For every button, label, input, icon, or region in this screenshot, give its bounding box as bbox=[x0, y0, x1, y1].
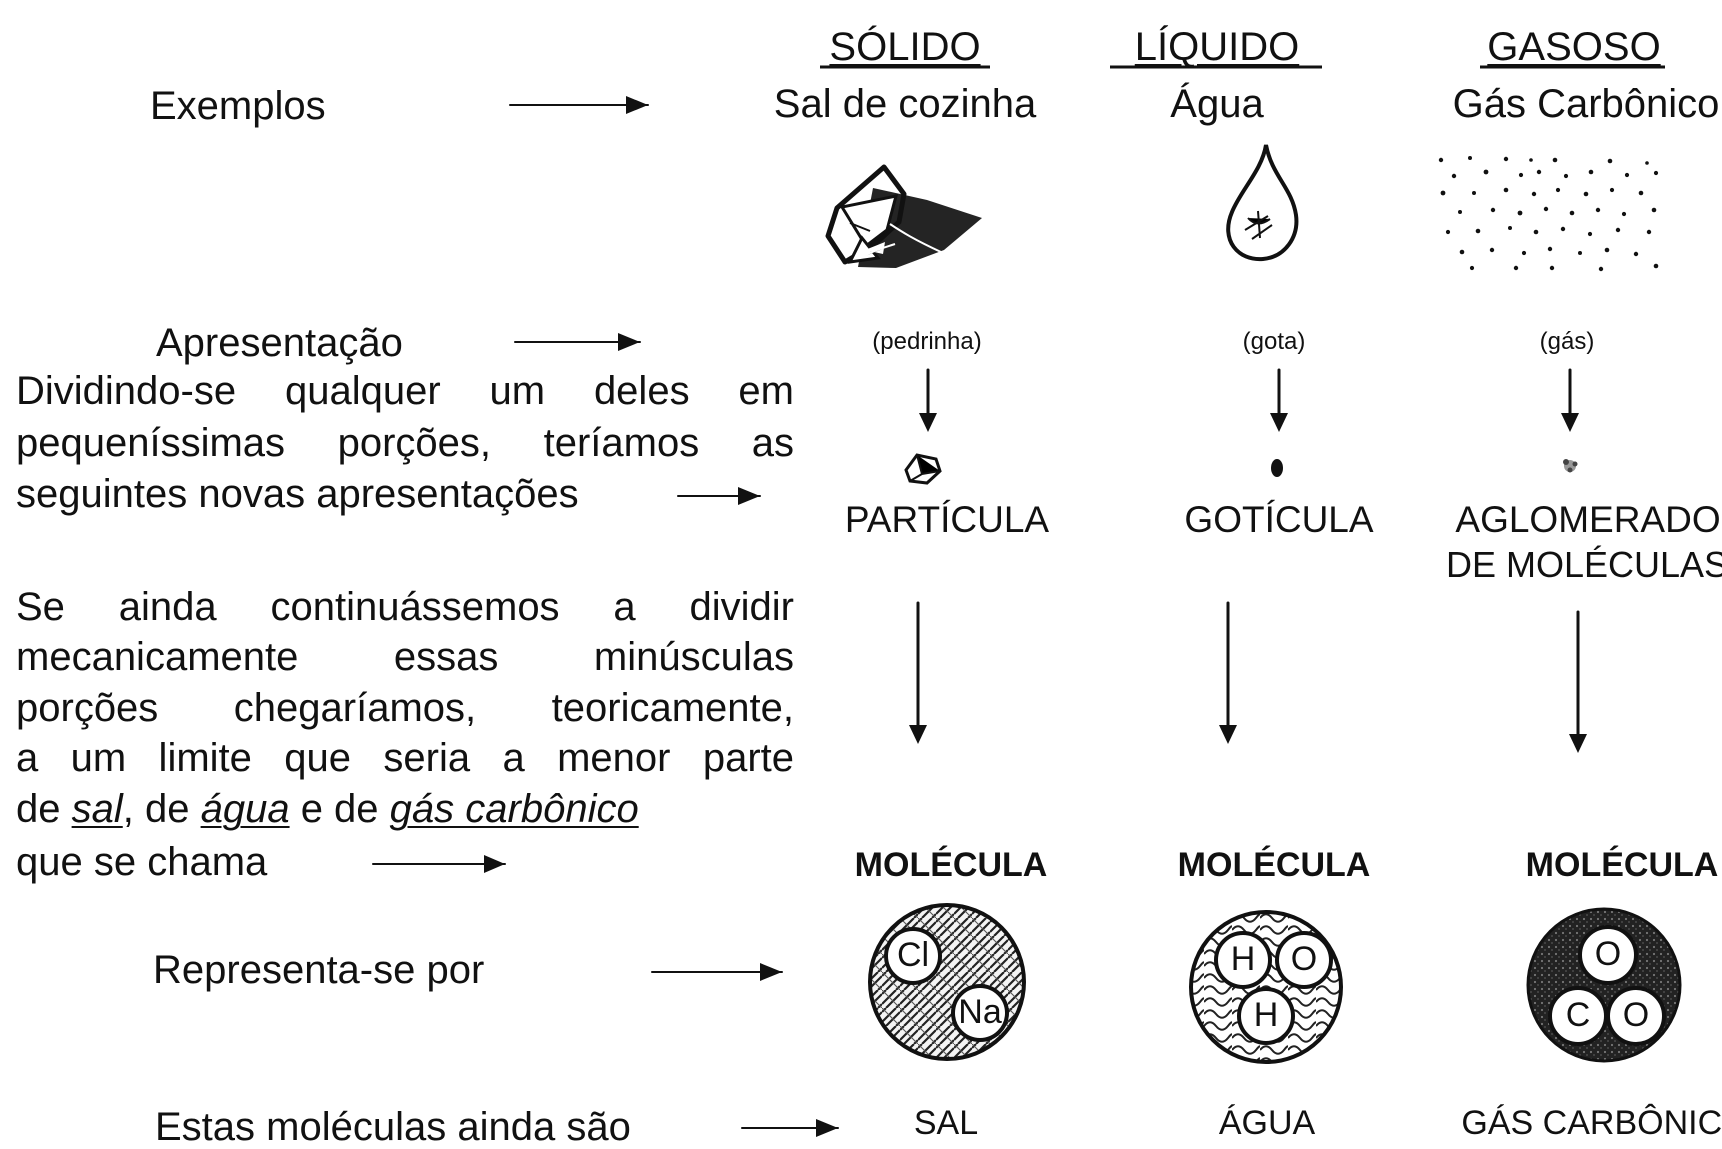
solid-short-arrow bbox=[919, 368, 937, 432]
gas-final-label: GÁS CARBÔNICO bbox=[1461, 1104, 1722, 1142]
gas-atom-1: O bbox=[1595, 935, 1621, 973]
still-arrow bbox=[741, 1119, 839, 1137]
liquid-new-presentation: GOTÍCULA bbox=[1184, 499, 1374, 540]
gas-atom-2: C bbox=[1566, 996, 1591, 1034]
representation-label: Representa-se por bbox=[153, 948, 485, 992]
solid-example: Sal de cozinha bbox=[773, 82, 1037, 126]
division-text-line-1: Dividindo-se qualquer um deles em bbox=[16, 369, 794, 413]
gas-short-arrow bbox=[1561, 368, 1579, 432]
division-text-line-2: pequeníssimas porções, teríamos as bbox=[16, 421, 794, 465]
gas-presentation: (gás) bbox=[1539, 328, 1595, 355]
continuation-prefix: de bbox=[16, 787, 72, 831]
water-droplet-icon bbox=[1271, 459, 1283, 477]
solid-presentation: (pedrinha) bbox=[872, 328, 982, 355]
vertical-arrows bbox=[909, 368, 1587, 753]
gas-long-arrow bbox=[1569, 610, 1587, 753]
representation-arrow bbox=[651, 963, 783, 981]
presentation-arrow bbox=[514, 333, 641, 351]
gas-new-presentation-line-2: DE MOLÉCULAS bbox=[1445, 544, 1722, 585]
salt-word: sal bbox=[71, 787, 123, 831]
salt-crystal-icon bbox=[825, 164, 982, 268]
continuation-middle-1: , de bbox=[122, 787, 201, 831]
solid-molecule-diagram bbox=[868, 903, 1026, 1061]
solid-atom-2: Na bbox=[958, 993, 1002, 1031]
salt-particle-icon bbox=[904, 453, 942, 485]
liquid-example: Água bbox=[1170, 82, 1264, 126]
examples-label: Exemplos bbox=[150, 84, 326, 128]
liquid-column-heading: LÍQUIDO bbox=[1134, 25, 1300, 69]
liquid-molecule-heading: MOLÉCULA bbox=[1177, 846, 1371, 884]
gas-atom-3: O bbox=[1623, 996, 1649, 1034]
liquid-atom-3: H bbox=[1254, 996, 1279, 1034]
solid-new-presentation: PARTÍCULA bbox=[844, 499, 1050, 540]
gas-column-heading: GASOSO bbox=[1487, 25, 1661, 69]
continuation-text-line-6: que se chama bbox=[16, 840, 268, 884]
liquid-presentation: (gota) bbox=[1242, 328, 1306, 355]
examples-arrow bbox=[509, 96, 649, 114]
continuation-text-line-2: mecanicamente essas minúsculas bbox=[16, 635, 794, 679]
gas-molecule-diagram bbox=[1526, 907, 1682, 1063]
division-text-line-3: seguintes novas apresentações bbox=[16, 472, 579, 516]
solid-atom-1: Cl bbox=[897, 936, 929, 974]
horizontal-arrows bbox=[372, 96, 839, 1137]
liquid-long-arrow bbox=[1219, 601, 1237, 744]
gas-example: Gás Carbônico bbox=[1452, 82, 1720, 126]
liquid-molecule-diagram bbox=[1189, 910, 1343, 1064]
liquid-atom-2: O bbox=[1291, 940, 1317, 978]
continuation-text-line-4: a um limite que seria a menor parte bbox=[16, 736, 794, 780]
gas-molecule-heading: MOLÉCULA bbox=[1525, 846, 1719, 884]
gas-dots-icon bbox=[1438, 156, 1659, 272]
liquid-atom-1: H bbox=[1231, 940, 1256, 978]
continuation-text-line-1: Se ainda continuássemos a dividir bbox=[16, 585, 794, 629]
solid-molecule-heading: MOLÉCULA bbox=[854, 846, 1048, 884]
solid-column-heading: SÓLIDO bbox=[829, 25, 981, 69]
continuation-text-line-3: porções chegaríamos, teoricamente, bbox=[16, 686, 794, 730]
presentation-label: Apresentação bbox=[156, 321, 403, 365]
solid-final-label: SAL bbox=[913, 1104, 979, 1142]
continuation-middle-2: e de bbox=[289, 787, 390, 831]
water-word: água bbox=[200, 787, 290, 831]
continuation-text-line-5: de sal, de água e de gás carbônico bbox=[16, 789, 639, 829]
liquid-final-label: ÁGUA bbox=[1218, 1104, 1316, 1142]
solid-long-arrow bbox=[909, 601, 927, 744]
liquid-short-arrow bbox=[1270, 368, 1288, 432]
gas-new-presentation-line-1: AGLOMERADO bbox=[1455, 499, 1721, 540]
division-arrow bbox=[677, 487, 761, 505]
carbon-dioxide-word: gás carbônico bbox=[389, 787, 639, 831]
molecule-cluster-icon bbox=[1563, 459, 1578, 473]
molecule-name-arrow bbox=[372, 855, 506, 873]
still-label: Estas moléculas ainda são bbox=[155, 1105, 631, 1149]
water-drop-icon bbox=[1226, 144, 1299, 262]
molecule-atom-labels: Cl Na H O H O C O bbox=[897, 935, 1649, 1034]
